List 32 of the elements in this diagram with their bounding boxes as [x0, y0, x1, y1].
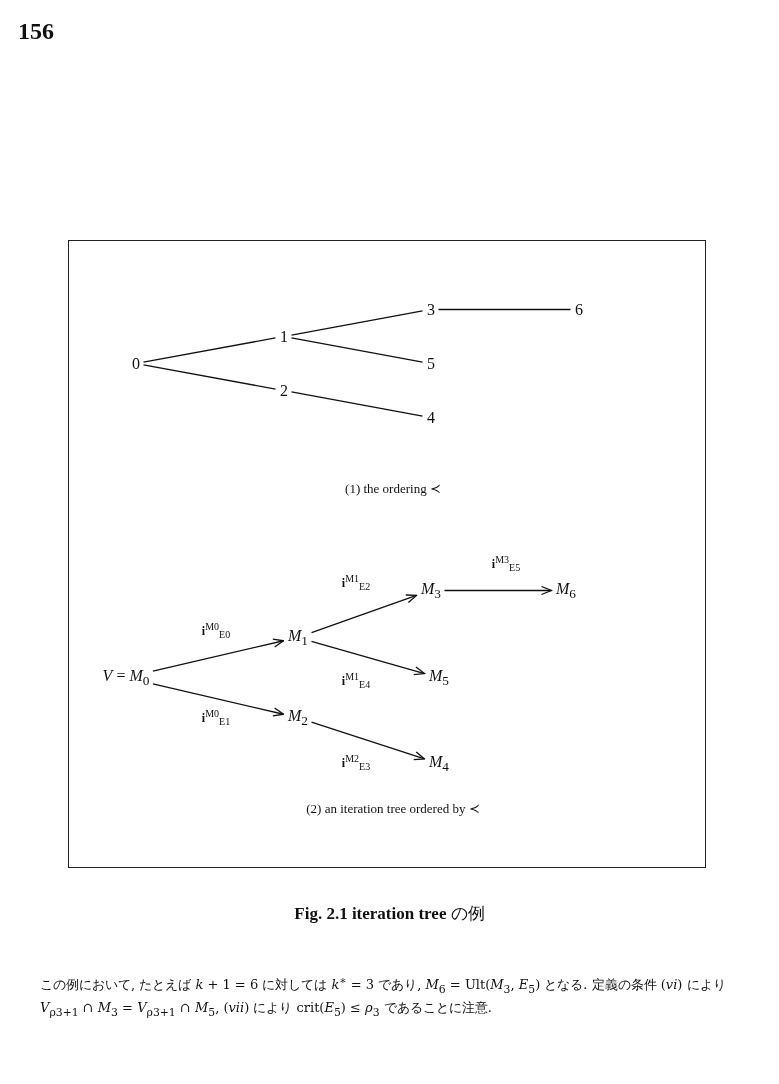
arrow	[310, 594, 418, 634]
connector-line	[142, 364, 277, 390]
arrow	[310, 640, 426, 676]
connector-line	[437, 308, 572, 311]
tree-node-label: 4	[425, 409, 437, 427]
tree-node-label: 2	[278, 382, 290, 400]
arrow	[310, 721, 426, 761]
page-number: 156	[18, 18, 54, 45]
tree-node-label: 0	[130, 355, 142, 373]
tree-node-label: M$_{4}$	[427, 753, 451, 775]
tree-node-label: 5	[425, 355, 437, 373]
tree-node-label: V = M$_{0}$	[100, 667, 152, 689]
arrow	[152, 638, 285, 672]
tree-node-label: 1	[278, 328, 290, 346]
tree-node-label: M$_{3}$	[419, 580, 443, 602]
body-paragraph: この例において, たとえば k + 1 = 6 に対しては k$^{∗}$ = 3 であり, M$_{6}$ = Ult(M$_{3}$, E$_{5}$) となる. 定義の条件 (vi) により V$_{ρ3+1}$ ∩ M$_{3}$ = V$_{ρ3+1}$ ∩ M$_{5}$, (vii) により crit(E$_{5}$) ≤ ρ$_{3}$ であることに注意.	[40, 973, 727, 1021]
tree-node-label: M$_{5}$	[427, 667, 451, 689]
tree-node-label: M$_{2}$	[286, 707, 310, 729]
tree-node-label: 3	[425, 301, 437, 319]
tree-node-label: 6	[573, 301, 585, 319]
tree-node-label: M$_{6}$	[554, 580, 578, 602]
arrow	[152, 683, 285, 717]
arrow	[443, 585, 553, 596]
connector-line	[290, 337, 424, 363]
figure-subcaption: (1) the ordering ≺	[345, 481, 441, 497]
connector-line	[290, 391, 424, 417]
connector-line	[142, 337, 277, 363]
figure-caption: Fig. 2.1 iteration tree の例	[293, 903, 486, 925]
figure-subcaption: (2) an iteration tree ordered by ≺	[306, 801, 480, 817]
connector-line	[290, 310, 424, 336]
tree-node-label: M$_{1}$	[286, 627, 310, 649]
figure-frame	[68, 240, 706, 868]
